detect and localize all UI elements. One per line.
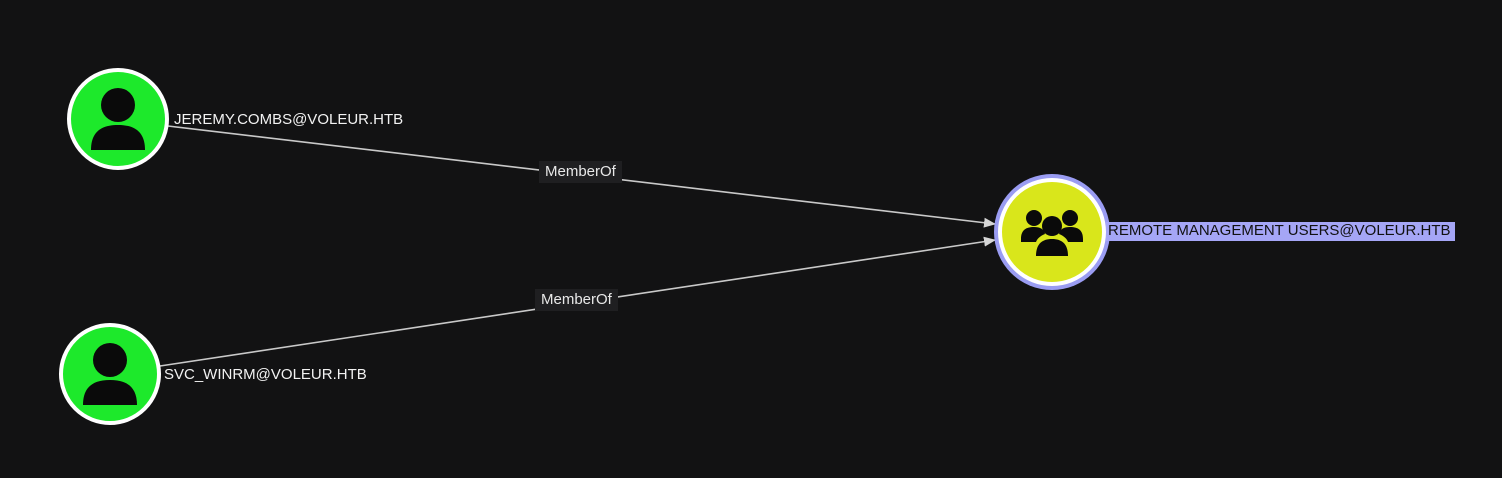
node-jeremy-combs[interactable] xyxy=(67,68,169,170)
group-icon xyxy=(1021,210,1083,256)
node-remote-management-users[interactable] xyxy=(998,178,1106,286)
node-label-jeremy-combs[interactable]: JEREMY.COMBS@VOLEUR.HTB xyxy=(174,111,404,128)
node-label-svc-winrm[interactable]: SVC_WINRM@VOLEUR.HTB xyxy=(164,366,367,383)
edge-label-svc-winrm-memberof[interactable]: MemberOf xyxy=(535,289,618,311)
node-svc-winrm[interactable] xyxy=(59,323,161,425)
node-label-remote-management-users[interactable]: REMOTE MANAGEMENT USERS@VOLEUR.HTB xyxy=(1106,222,1455,241)
user-icon xyxy=(83,343,137,405)
user-icon xyxy=(91,88,145,150)
edge-label-jeremy-memberof[interactable]: MemberOf xyxy=(539,161,622,183)
